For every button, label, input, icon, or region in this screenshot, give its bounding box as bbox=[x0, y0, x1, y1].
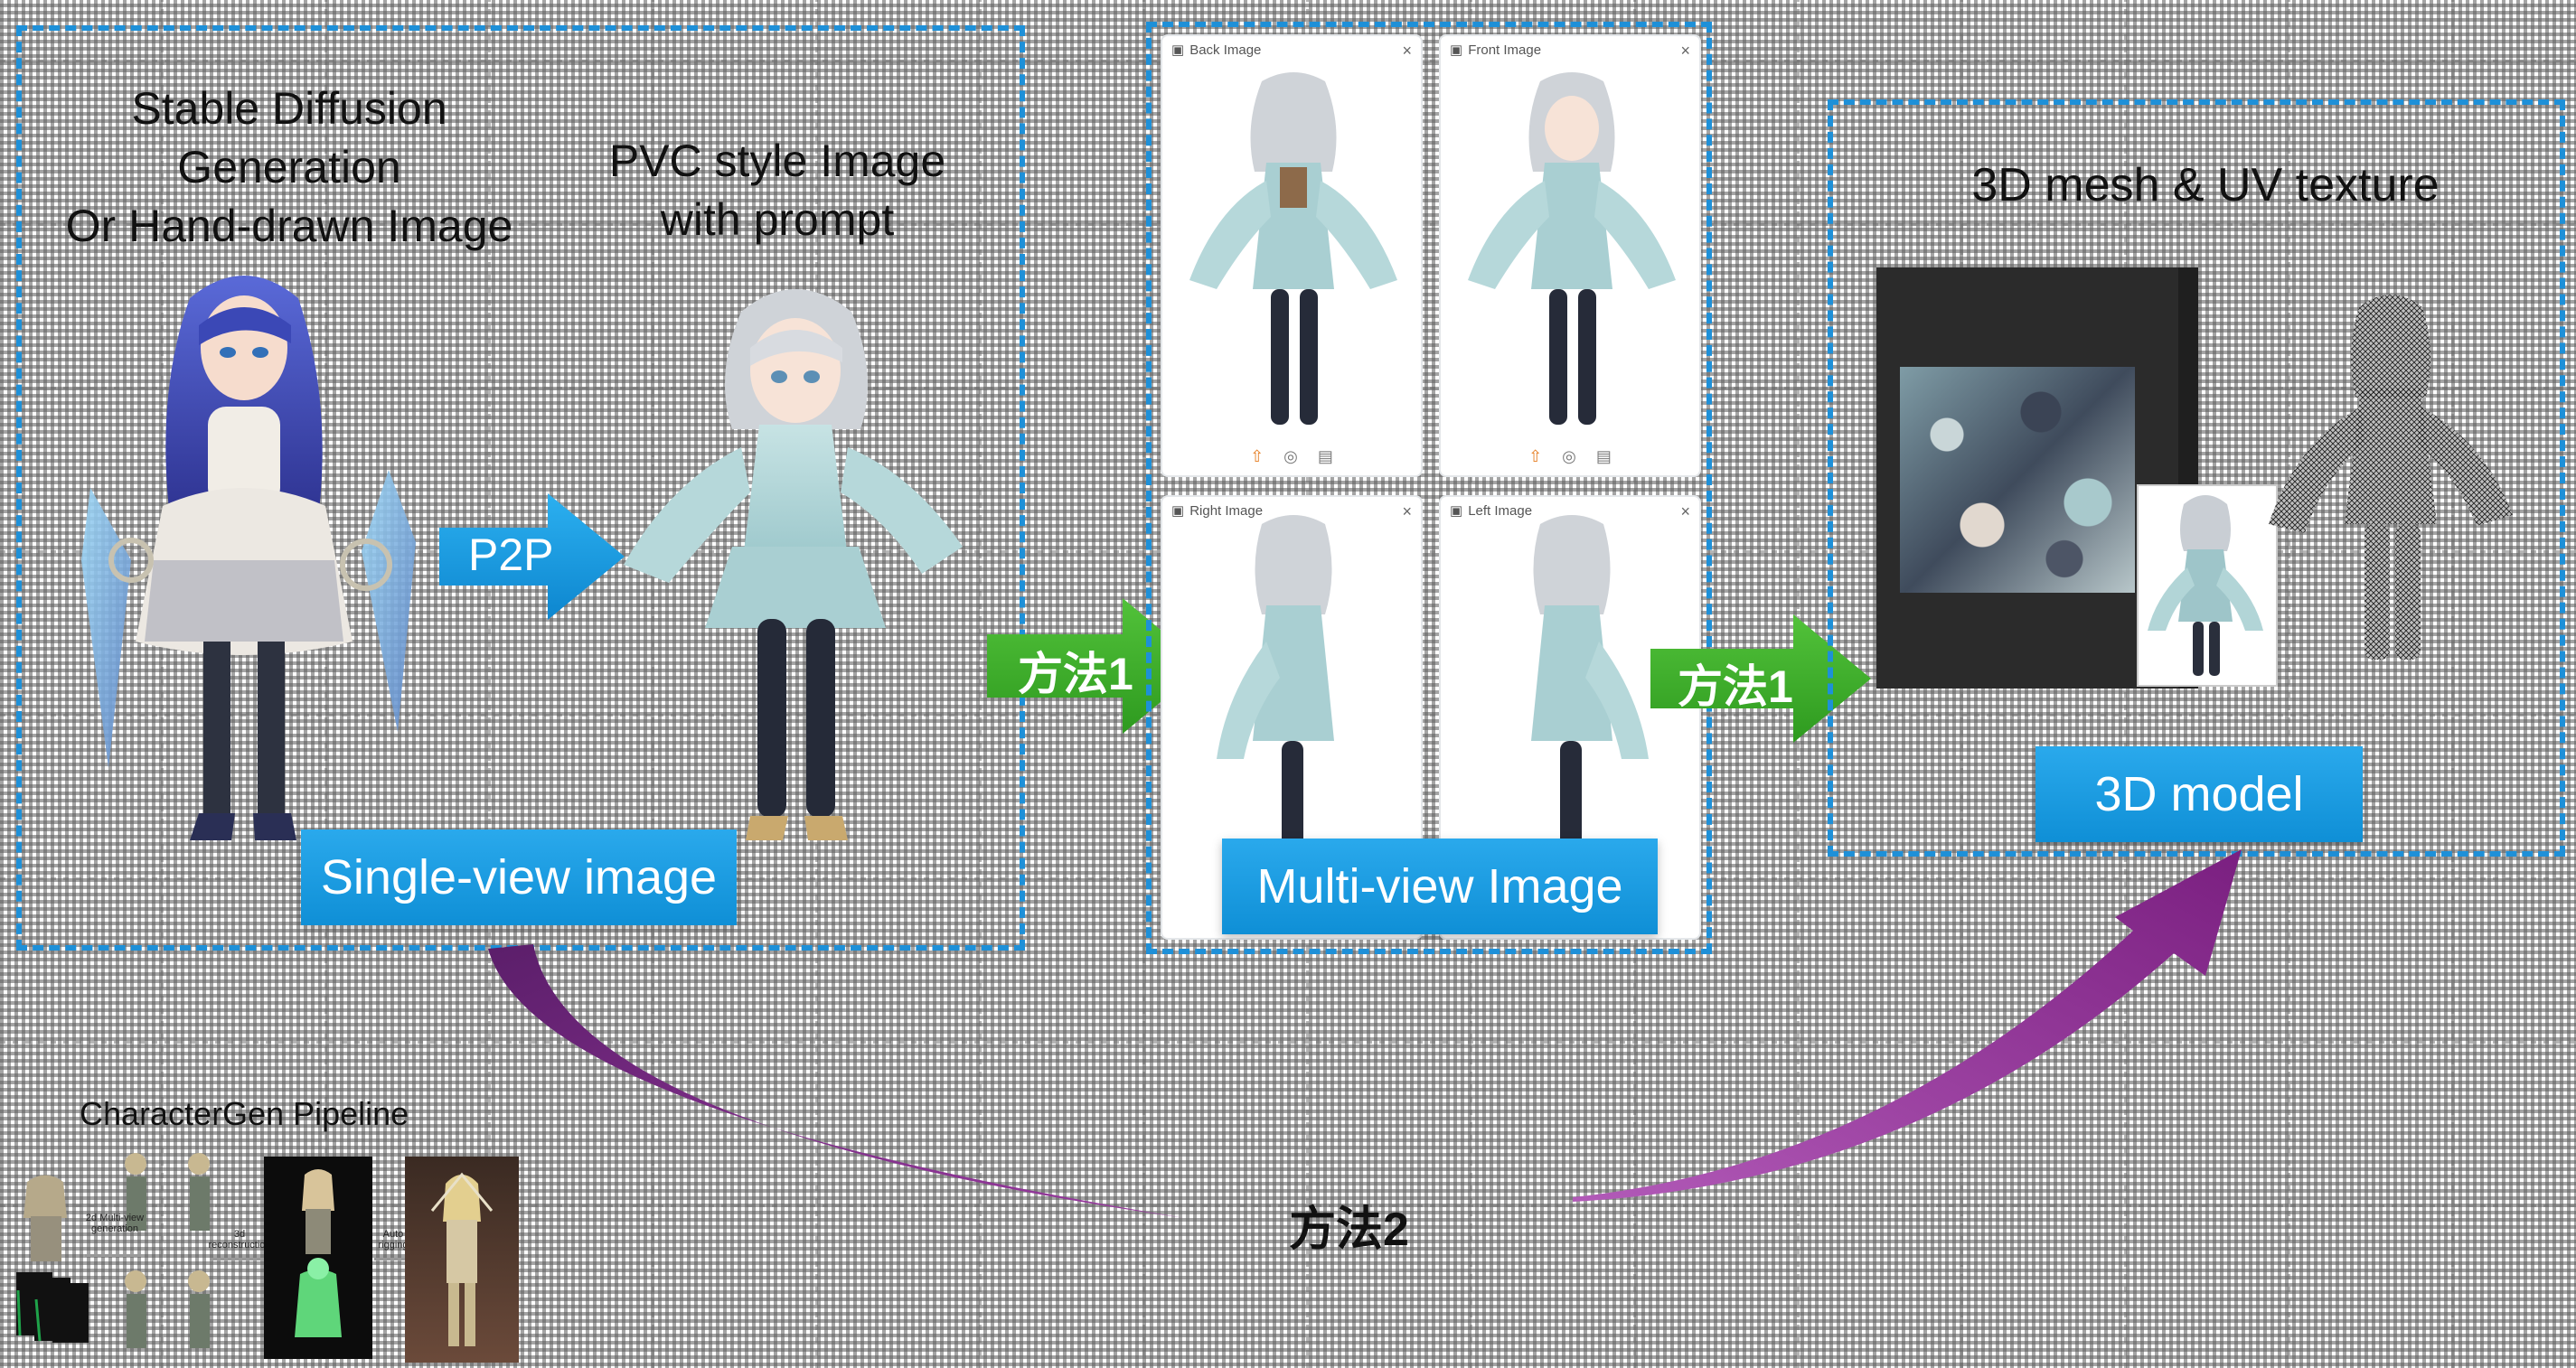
camera-icon[interactable]: ◎ bbox=[1562, 447, 1576, 465]
multi-view-frame bbox=[1146, 22, 1712, 954]
mesh-texture-caption: 3D mesh & UV texture bbox=[1971, 159, 2440, 211]
front-image-header: ▣ Front Image bbox=[1450, 42, 1542, 59]
image-icon: ▣ bbox=[1171, 42, 1185, 58]
back-image-title: Back Image bbox=[1189, 42, 1262, 58]
pipeline-step1-arrow bbox=[85, 1254, 141, 1257]
pipeline-step3-label: Auto rigging bbox=[378, 1229, 409, 1251]
back-view-figure bbox=[1189, 72, 1397, 425]
pvc-caption-line-2: with prompt bbox=[660, 194, 895, 245]
charactergen-pipeline-figure: 2d Multi-view generation 3d reconstructi… bbox=[9, 1146, 524, 1363]
method1-label-b: 方法1 bbox=[1678, 661, 1793, 712]
3d-model-frame bbox=[1828, 99, 2565, 857]
upload-icon[interactable]: ⇧ bbox=[1250, 447, 1264, 465]
left-image-title: Left Image bbox=[1468, 502, 1533, 519]
method1-arrow-b bbox=[1650, 614, 1871, 743]
source-caption-line-1: Stable Diffusion bbox=[131, 83, 447, 134]
pvc-caption-line-1: PVC style Image bbox=[608, 136, 946, 186]
pipeline-multiview-figures bbox=[125, 1153, 210, 1348]
p2p-arrow bbox=[439, 493, 625, 620]
hand-drawn-character-image bbox=[81, 276, 416, 840]
pipeline-step2-arrow bbox=[210, 1258, 264, 1260]
upload-icon[interactable]: ⇧ bbox=[1528, 447, 1543, 465]
pipeline-input-figure bbox=[16, 1175, 89, 1343]
single-view-button[interactable]: Single-view image bbox=[301, 829, 737, 925]
right-view-figure bbox=[1217, 515, 1334, 876]
wireframe-mesh-model bbox=[2269, 295, 2513, 660]
pipeline-step2-label: 3d reconstruction bbox=[208, 1229, 271, 1251]
uv-texture-map bbox=[1900, 367, 2135, 593]
textured-model-figure bbox=[2148, 495, 2263, 676]
back-image-toolbar: ⇧ ◎ ▤ bbox=[1162, 447, 1421, 466]
camera-icon[interactable]: ◎ bbox=[1283, 447, 1298, 465]
clipboard-icon[interactable]: ▤ bbox=[1595, 447, 1612, 465]
right-image-header: ▣Right Image bbox=[1171, 502, 1264, 520]
source-caption: Stable Diffusion Generation Or Hand-draw… bbox=[27, 80, 551, 256]
charactergen-title: CharacterGen Pipeline bbox=[80, 1095, 409, 1132]
back-image-header: ▣Back Image bbox=[1171, 42, 1262, 59]
pipeline-recon-figure bbox=[295, 1169, 342, 1337]
pipeline-rigged-render bbox=[405, 1157, 519, 1363]
pipeline-recon-render bbox=[264, 1157, 372, 1359]
close-icon[interactable]: × bbox=[1680, 42, 1690, 60]
p2p-label: P2P bbox=[468, 529, 554, 580]
front-image-toolbar: ⇧ ◎ ▤ bbox=[1441, 447, 1699, 466]
multi-view-button[interactable]: Multi-view Image bbox=[1222, 839, 1658, 934]
source-caption-line-3: Or Hand-drawn Image bbox=[65, 201, 513, 251]
pipeline-step3-arrow bbox=[374, 1258, 409, 1260]
front-view-figure bbox=[1468, 72, 1676, 425]
left-image-header: ▣ Left Image bbox=[1450, 502, 1533, 520]
image-icon: ▣ bbox=[1171, 503, 1185, 519]
close-icon[interactable]: × bbox=[1680, 502, 1690, 520]
left-view-figure bbox=[1531, 515, 1649, 876]
source-caption-line-2: Generation bbox=[177, 142, 401, 192]
method1-label-a: 方法1 bbox=[1018, 649, 1133, 699]
3d-model-button[interactable]: 3D model bbox=[2035, 746, 2363, 842]
method2-arrow bbox=[488, 849, 2242, 1218]
image-icon: ▣ bbox=[1450, 503, 1463, 519]
front-image-title: Front Image bbox=[1468, 42, 1542, 58]
pipeline-step1-label: 2d Multi-view generation bbox=[85, 1213, 145, 1235]
close-icon[interactable]: × bbox=[1402, 502, 1412, 520]
clipboard-icon[interactable]: ▤ bbox=[1317, 447, 1333, 465]
pvc-figure-image bbox=[624, 289, 963, 840]
close-icon[interactable]: × bbox=[1402, 42, 1412, 60]
image-icon: ▣ bbox=[1450, 42, 1463, 58]
front-image-panel: ▣ Front Image × ⇧ ◎ ▤ bbox=[1439, 34, 1701, 477]
right-image-title: Right Image bbox=[1189, 502, 1264, 519]
textured-model-preview bbox=[2137, 484, 2278, 687]
method2-label: 方法2 bbox=[1289, 1204, 1409, 1256]
pvc-caption: PVC style Image with prompt bbox=[578, 132, 976, 249]
back-image-panel: ▣Back Image × ⇧ ◎ ▤ bbox=[1161, 34, 1423, 477]
pipeline-rigged-figure bbox=[430, 1172, 494, 1346]
